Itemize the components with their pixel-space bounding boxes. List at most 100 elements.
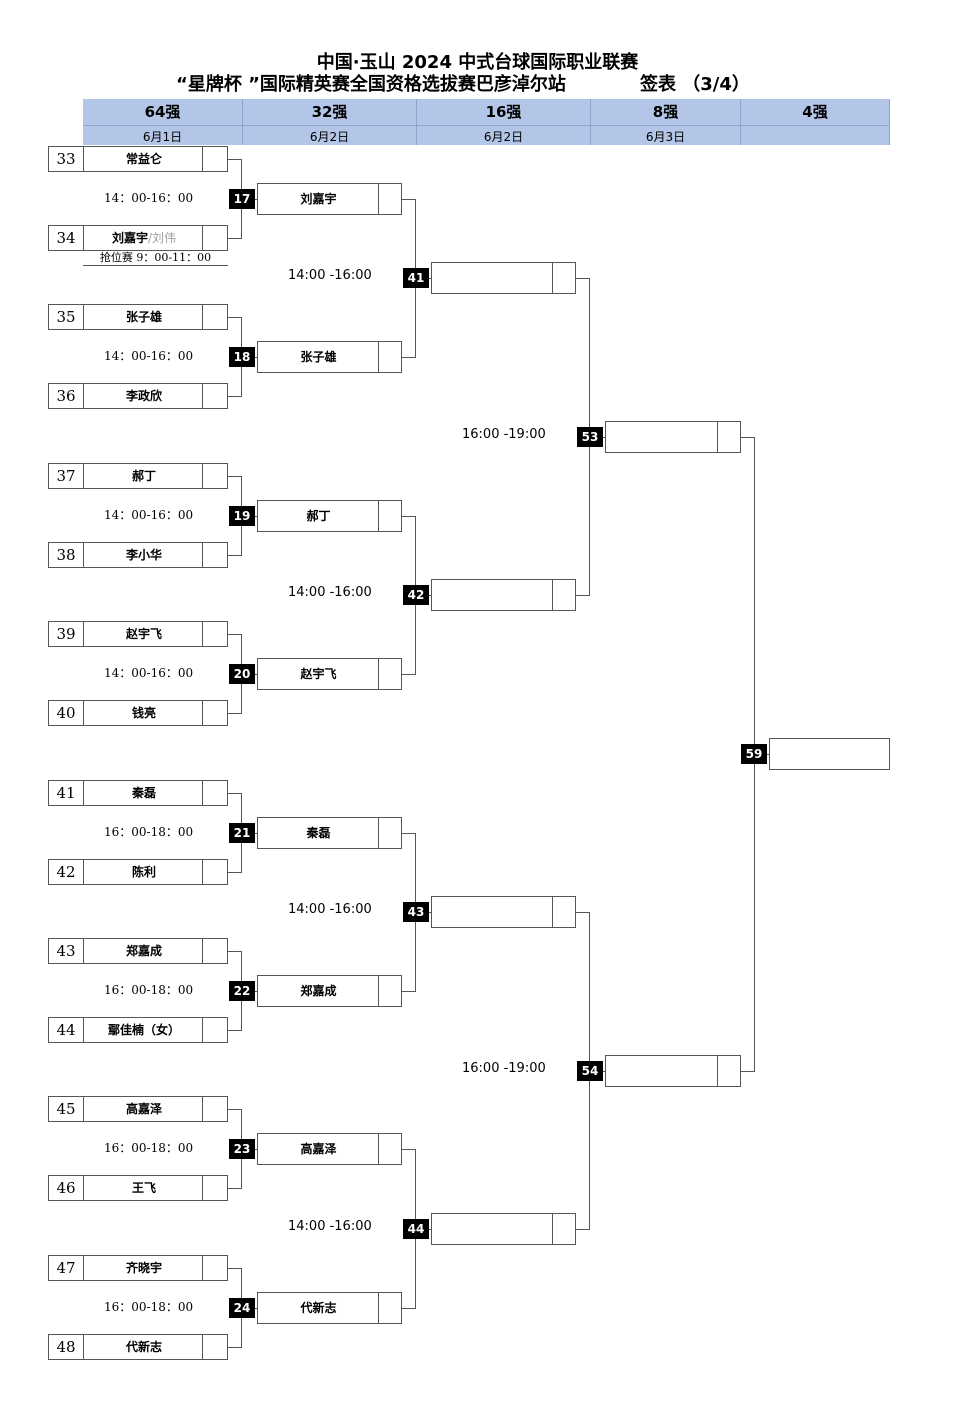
connector-line — [576, 595, 590, 596]
player-name: 赵宇飞 — [84, 622, 204, 646]
match-time: 16:00 -19:00 — [462, 427, 546, 442]
player-name-text: 高嘉泽 — [125, 1102, 162, 1116]
connector-line — [228, 476, 242, 477]
seed-number: 37 — [49, 464, 84, 488]
score-cell — [717, 422, 740, 452]
seed-number: 44 — [49, 1018, 84, 1042]
seed-number: 36 — [49, 384, 84, 408]
player-name: 刘嘉宇/刘伟 — [84, 226, 204, 250]
round-header — [83, 99, 890, 145]
player-name-text: 陈利 — [131, 865, 156, 879]
match-number-22: 22 — [229, 981, 255, 1001]
connector-line — [402, 1149, 416, 1150]
seed-number: 42 — [49, 860, 84, 884]
connector-line — [228, 317, 242, 318]
connector-line — [228, 951, 242, 952]
score-cell — [552, 580, 575, 610]
match-53-winner-slot — [605, 421, 741, 453]
player-name-text: 李小华 — [125, 548, 162, 562]
seed-slot-36: 36 李政欣 — [48, 383, 228, 409]
match-21-winner-slot: 秦磊 — [257, 817, 402, 849]
connector-line — [228, 238, 242, 239]
connector-line — [228, 1109, 242, 1110]
score-cell — [202, 701, 227, 725]
player-name: 王飞 — [84, 1176, 204, 1200]
score-cell — [717, 1056, 740, 1086]
connector-line — [576, 278, 590, 279]
match-time: 14:00 -16:00 — [288, 902, 372, 917]
score-cell — [202, 1335, 227, 1359]
player-name: 高嘉泽 — [84, 1097, 204, 1121]
match-time: 14：00-16：00 — [104, 508, 194, 522]
match-23-winner-slot: 高嘉泽 — [257, 1133, 402, 1165]
match-20-winner-slot: 赵宇飞 — [257, 658, 402, 690]
connector-line — [228, 1347, 242, 1348]
score-cell — [202, 1018, 227, 1042]
match-number-54: 54 — [577, 1061, 603, 1081]
connector-line — [228, 1188, 242, 1189]
match-number-19: 19 — [229, 506, 255, 526]
match-time: 14:00 -16:00 — [288, 268, 372, 283]
match-number-42: 42 — [403, 585, 429, 605]
seed-number: 35 — [49, 305, 84, 329]
title-line1: 中国·玉山 2024 中式台球国际职业联赛 — [316, 52, 639, 73]
match-time: 16:00 -19:00 — [462, 1061, 546, 1076]
score-cell — [202, 305, 227, 329]
player-name: 张子雄 — [84, 305, 204, 329]
score-cell — [202, 860, 227, 884]
player-name: 代新志 — [300, 1301, 337, 1315]
match-19-winner-slot: 郝丁 — [257, 500, 402, 532]
round-date-0: 6月1日 — [83, 125, 243, 145]
connector-line — [402, 357, 416, 358]
score-cell — [378, 342, 401, 372]
score-cell — [378, 1293, 401, 1323]
match-time: 14：00-16：00 — [104, 666, 194, 680]
player-name — [432, 263, 553, 293]
score-cell — [552, 897, 575, 927]
match-number-17: 17 — [229, 189, 255, 209]
connector-line — [228, 1268, 242, 1269]
player-name — [432, 897, 553, 927]
seed-number: 40 — [49, 701, 84, 725]
score-cell — [552, 1214, 575, 1244]
player-name: 陈利 — [84, 860, 204, 884]
score-cell — [202, 464, 227, 488]
match-17-winner-slot: 刘嘉宇 — [257, 183, 402, 215]
score-cell — [202, 226, 227, 250]
player-name: 赵宇飞 — [300, 667, 337, 681]
match-number-24: 24 — [229, 1298, 255, 1318]
score-cell — [378, 501, 401, 531]
score-cell — [202, 939, 227, 963]
seed-number: 41 — [49, 781, 84, 805]
match-number-18: 18 — [229, 347, 255, 367]
connector-line — [228, 793, 242, 794]
connector-line — [228, 1030, 242, 1031]
round-label-1: 32强 — [243, 99, 417, 125]
player-name: 秦磊 — [84, 781, 204, 805]
player-name-text: 李政欣 — [125, 389, 162, 403]
match-number-44: 44 — [403, 1219, 429, 1239]
player-name-text: 常益仑 — [125, 152, 162, 166]
match-43-winner-slot — [431, 896, 576, 928]
player-name: 郝丁 — [306, 509, 331, 523]
score-cell — [202, 543, 227, 567]
player-name: 郑嘉成 — [84, 939, 204, 963]
match-41-winner-slot — [431, 262, 576, 294]
score-cell — [378, 818, 401, 848]
player-name-text: 齐晓宇 — [125, 1261, 162, 1275]
player-name-text: 代新志 — [125, 1340, 162, 1354]
round-label-4: 4强 — [741, 99, 890, 125]
player-name: 郝丁 — [84, 464, 204, 488]
match-time: 14:00 -16:00 — [288, 1219, 372, 1234]
score-cell — [202, 1176, 227, 1200]
player-name-text: 郑嘉成 — [125, 944, 162, 958]
match-time: 14：00-16：00 — [104, 349, 194, 363]
